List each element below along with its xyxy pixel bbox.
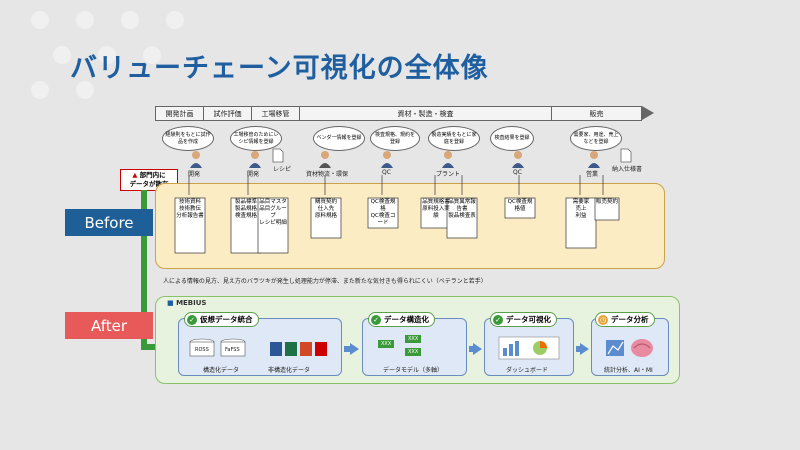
person-label: 開発	[247, 171, 260, 178]
panel-title: ✓データ可視化	[490, 312, 557, 327]
phase-sales: 販売	[551, 106, 642, 121]
panel-label: 統計分析、AI・MI	[604, 367, 653, 374]
person-label: 資材物流・環保	[306, 171, 349, 178]
before-stores	[174, 175, 620, 254]
panel-title: ◷データ分析	[595, 312, 655, 327]
warning-icon: ▲	[132, 171, 138, 179]
warning-line2: データが散在	[129, 180, 169, 188]
store-qc-value: QC検査規格値	[507, 199, 533, 212]
person-icon	[319, 151, 331, 168]
flow-line	[344, 346, 350, 352]
store-item: 品目マスタ品目グループレシピ明細	[259, 199, 287, 226]
flow-arrow	[473, 343, 482, 355]
store-purchase: 購買契約仕入先原料規格	[314, 199, 337, 219]
flow-line	[576, 346, 580, 352]
connector-line	[141, 190, 147, 350]
mebius-logo: ■ MEBIUS	[167, 299, 207, 307]
phase-prototype: 試作評価	[203, 106, 251, 121]
store-anomaly: 品質異常報告書製品検査表	[448, 199, 476, 219]
panel-label: 非構造化データ	[268, 367, 311, 374]
document-label: レシピ	[273, 166, 292, 173]
phase-manufacturing: 資材・製造・検査	[299, 106, 551, 121]
clock-icon: ◷	[598, 314, 608, 325]
panel-analysis	[591, 318, 669, 376]
panel-title: ✓仮想データ統合	[184, 312, 259, 327]
person-label: プラント	[436, 171, 461, 178]
store-tech: 技術資料技術教伝分析報告書	[176, 199, 204, 219]
after-tag: After	[65, 312, 153, 339]
flow-arrow	[580, 343, 589, 355]
dashboard-icon	[498, 336, 560, 360]
person-label: QC	[382, 169, 391, 176]
panel-label: データモデル（多軸）	[383, 367, 444, 374]
person-icon	[249, 151, 261, 168]
before-note: 人による情報の見方、見え方のバラツキが発生し処理能力が停滞、また新たな気付きも得…	[163, 278, 487, 285]
store-quality: 品質規格書原料投入実績	[422, 199, 450, 219]
model-chip: XXX	[405, 348, 422, 356]
person-label: 営業	[586, 171, 599, 178]
before-tag: Before	[65, 209, 153, 236]
phase-factory-transfer: 工場移管	[251, 106, 299, 121]
check-icon: ✓	[371, 314, 381, 325]
bubble-recipe: 工場移管のためにレシピ情報を登録	[230, 126, 282, 151]
person-label: QC	[513, 169, 522, 176]
bubble-qc-spec: 検査規格、規約を登録	[370, 126, 420, 151]
panel-label: 構造化データ	[203, 367, 240, 374]
analysis-icon	[606, 339, 653, 357]
store-product: 製品標準製品規格検査規格	[234, 199, 257, 219]
file-icons	[270, 342, 327, 356]
document-label: 納入仕様書	[612, 166, 643, 173]
person-label: 開発	[188, 171, 201, 178]
person-icon	[442, 151, 454, 168]
connector-line	[141, 344, 155, 350]
person-icon	[381, 151, 393, 168]
phase-dev-plan: 開発計画	[155, 106, 203, 121]
db-label: ROSS	[195, 347, 209, 353]
bubble-vendor: ベンダー情報を登録	[313, 126, 365, 151]
phase-arrow-head	[642, 106, 654, 120]
bubble-sales: 需要家、用途、売上などを登録	[570, 126, 622, 151]
panel-title: ✓データ構造化	[368, 312, 435, 327]
model-chip: XXX	[405, 335, 422, 343]
document-icon	[620, 148, 632, 163]
check-icon: ✓	[187, 314, 197, 325]
db-label: FaFSS	[225, 347, 240, 353]
bubble-prototype: 経験則をもとに試作品を作成	[162, 126, 214, 151]
page-title: バリューチェーン可視化の全体像	[70, 53, 489, 84]
person-icon	[588, 151, 600, 168]
warning-line1: 部門内に	[139, 171, 166, 179]
person-icon	[512, 151, 524, 168]
store-contract: 販売契約	[595, 199, 618, 205]
bubble-qc-result: 検査結果を登録	[490, 126, 534, 151]
model-chip: XXX	[378, 340, 395, 348]
store-sales: 需要家売上利益	[572, 199, 590, 219]
bubble-plant: 製造実績をもとに家庭を登録	[428, 126, 480, 151]
background-pattern	[31, 11, 184, 99]
check-icon: ✓	[493, 314, 503, 325]
flow-line	[469, 346, 473, 352]
person-icon	[190, 151, 202, 168]
database-icons	[189, 338, 246, 357]
panel-label: ダッシュボード	[506, 367, 549, 374]
document-icon	[272, 148, 284, 163]
flow-arrow	[350, 343, 359, 355]
